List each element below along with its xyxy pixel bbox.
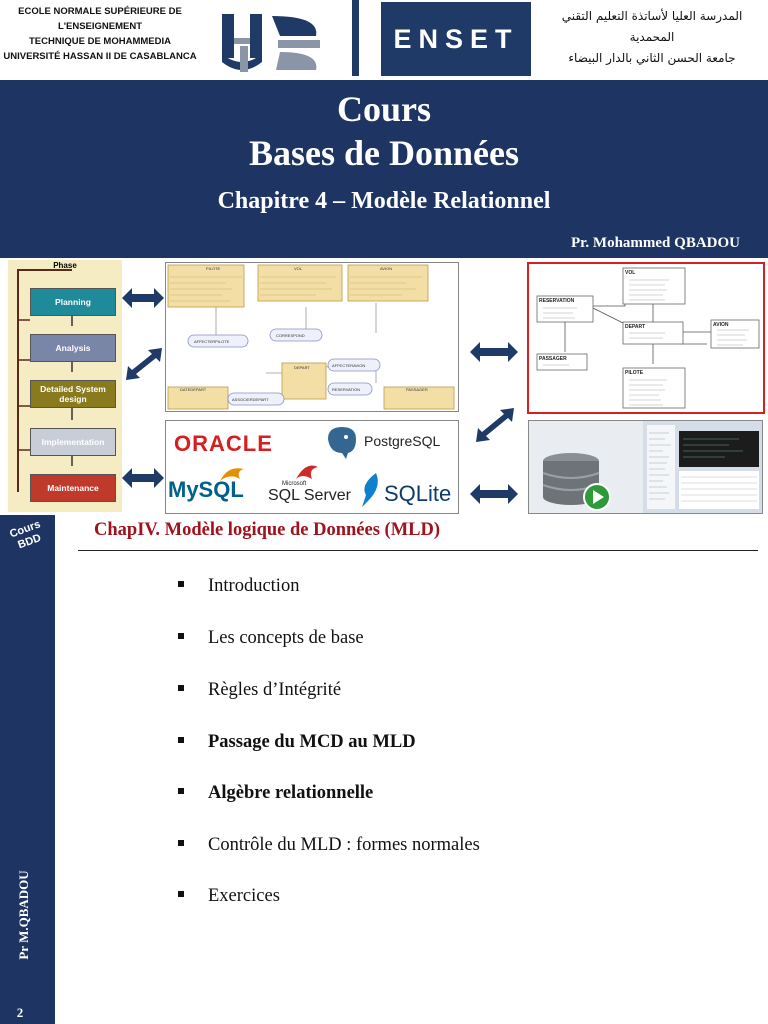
entity-label: DEPART — [294, 365, 310, 370]
entity-label: DATEDEPART — [180, 387, 207, 392]
chapter-heading: ChapIV. Modèle logique de Données (MLD) — [94, 520, 441, 540]
mysql-dolphin-icon — [220, 468, 244, 481]
entity-label: VOL — [294, 266, 303, 271]
bullet-square-icon — [178, 632, 184, 639]
list-item: Les concepts de base — [178, 628, 364, 649]
university-logo — [222, 14, 320, 72]
phase-implementation: Implementation — [30, 428, 116, 456]
author-name: Pr. Mohammed QBADOU — [570, 235, 740, 251]
course-title: Bases de Données — [248, 133, 520, 173]
relation-label: AFFECTERPILOTE — [194, 339, 230, 344]
mysql-logo: MySQL — [168, 477, 244, 502]
double-arrow-icon — [470, 484, 518, 504]
double-arrow-icon — [470, 342, 518, 362]
chapter-title: Chapitre 4 – Modèle Relationnel — [217, 188, 551, 214]
phase-maintenance: Maintenance — [30, 474, 116, 502]
phase-analysis: Analysis — [30, 334, 116, 362]
relation-label: RESERVATION — [332, 387, 360, 392]
relation-label: ASSOCIERDEPART — [232, 397, 269, 402]
relational-model-diagram: VOL RESERVATION DEPART AVION PASSAGER PI… — [527, 262, 765, 414]
school-line-ar: المحمدية — [629, 30, 675, 44]
relation-label: AFFECTERAVION — [332, 363, 365, 368]
entity-label: AVION — [380, 266, 392, 271]
school-line: L'ENSEIGNEMENT — [57, 21, 143, 32]
bullet-square-icon — [178, 684, 184, 691]
phase-diagram: Phase Planning Analysis Detailed System … — [8, 260, 122, 512]
database-play-icon — [529, 421, 762, 513]
table-label: DEPART — [625, 324, 645, 330]
phase-detailed-design: Detailed System design — [30, 380, 116, 408]
relation-label: CORRESPOND — [276, 333, 305, 338]
sqlite-logo: SQLite — [384, 481, 452, 506]
page-number: 2 — [16, 1005, 24, 1020]
heading-divider — [78, 550, 758, 551]
microsoft-label: Microsoft — [282, 481, 307, 487]
course-label: Cours — [336, 89, 431, 129]
sqlite-feather-icon — [362, 473, 378, 507]
double-arrows-left — [122, 288, 164, 488]
oracle-logo: ORACLE — [174, 431, 273, 456]
bullet-square-icon — [178, 890, 184, 897]
list-item: Contrôle du MLD : formes normales — [178, 835, 480, 856]
list-item: Passage du MCD au MLD — [178, 732, 416, 753]
title-banner: Cours Bases de Données Chapitre 4 – Modè… — [0, 80, 768, 258]
phase-feedback-lines — [17, 269, 73, 492]
table-label: VOL — [625, 270, 635, 276]
phase-planning: Planning — [30, 288, 116, 316]
double-arrow-icon — [476, 408, 514, 442]
header-divider — [352, 0, 359, 76]
double-arrows-right — [470, 342, 518, 504]
sql-server-icon — [296, 465, 318, 479]
bullet-square-icon — [178, 787, 184, 794]
school-line: TECHNIQUE DE MOHAMMEDIA — [29, 36, 171, 47]
phase-title: Phase — [53, 261, 77, 270]
sidebar-author: Pr M.QBADOU — [16, 870, 31, 960]
bullet-square-icon — [178, 580, 184, 587]
double-arrow-icon — [122, 288, 164, 308]
school-line: UNIVERSITÉ HASSAN II DE CASABLANCA — [3, 51, 197, 62]
postgresql-logo: PostgreSQL — [364, 433, 441, 449]
entity-label: PILOTE — [206, 266, 221, 271]
table-label: RESERVATION — [539, 298, 575, 304]
bullet-square-icon — [178, 736, 184, 743]
entity-label: PASSAGER — [406, 387, 428, 392]
dbms-logos-panel: ORACLE PostgreSQL MySQL Microsoft SQL Se… — [165, 420, 459, 514]
school-name-arabic: المدرسة العليا لأساتذة التعليم التقني ال… — [540, 6, 764, 69]
double-arrow-icon — [122, 468, 164, 488]
school-line-ar: جامعة الحسن الثاني بالدار البيضاء — [568, 51, 736, 65]
database-tool-screenshot — [528, 420, 763, 514]
sql-server-logo: SQL Server — [268, 487, 351, 504]
list-item: Règles d’Intégrité — [178, 680, 341, 701]
table-label: PASSAGER — [539, 356, 567, 362]
postgresql-elephant-icon — [328, 427, 356, 459]
mld-diagram: VOL RESERVATION DEPART AVION PASSAGER PI… — [536, 267, 760, 409]
mcd-diagram: PILOTE VOL AVION DEPART PASSAGER DATEDEP… — [167, 264, 455, 410]
table-label: PILOTE — [625, 370, 644, 376]
school-name-french: ECOLE NORMALE SUPÉRIEURE DE L'ENSEIGNEME… — [0, 4, 200, 64]
school-line-ar: المدرسة العليا لأساتذة التعليم التقني — [561, 9, 743, 23]
double-arrow-icon — [126, 348, 162, 380]
conceptual-model-diagram: PILOTE VOL AVION DEPART PASSAGER DATEDEP… — [165, 262, 459, 412]
bullet-square-icon — [178, 839, 184, 846]
list-item: Introduction — [178, 576, 299, 597]
enset-logo: ENSET — [381, 2, 531, 76]
school-line: ECOLE NORMALE SUPÉRIEURE DE — [18, 6, 182, 17]
list-item: Algèbre relationnelle — [178, 783, 373, 804]
table-label: AVION — [713, 322, 729, 328]
list-item: Exercices — [178, 886, 280, 907]
